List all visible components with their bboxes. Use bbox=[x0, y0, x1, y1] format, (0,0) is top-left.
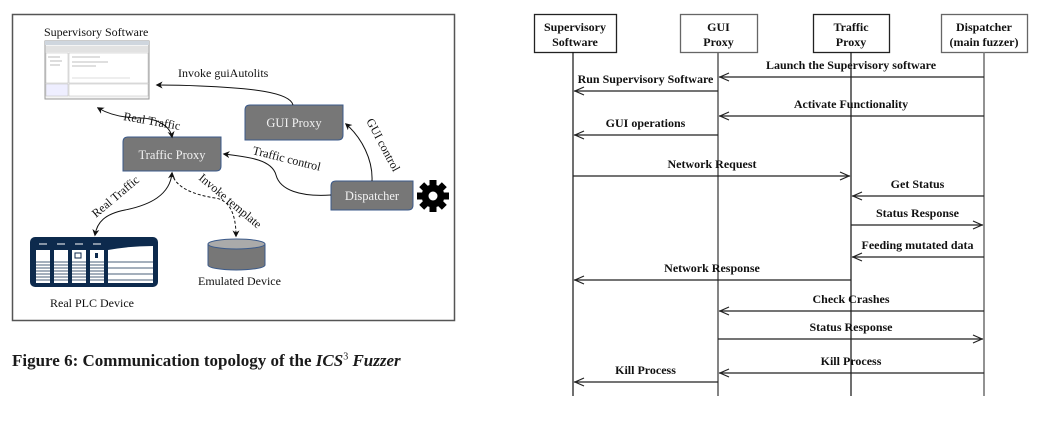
message-label: Launch the Supervisory software bbox=[766, 58, 937, 72]
message-label: Status Response bbox=[876, 206, 960, 220]
message-label: Status Response bbox=[809, 320, 893, 334]
lifeline-title-line2: (main fuzzer) bbox=[950, 35, 1019, 49]
lifeline-title-line2: Software bbox=[552, 35, 598, 49]
message-label: Feeding mutated data bbox=[862, 238, 974, 252]
message-12: Kill Process bbox=[573, 363, 718, 387]
message-7: Feeding mutated data bbox=[851, 238, 984, 262]
lifeline-box bbox=[812, 13, 891, 54]
caption-superscript: 3 bbox=[343, 351, 349, 363]
message-1: Run Supervisory Software bbox=[573, 72, 718, 96]
message-label: Network Request bbox=[668, 157, 757, 171]
lifeline-box bbox=[533, 13, 618, 54]
lifeline-title-line1: GUI bbox=[707, 20, 730, 34]
caption-fuzzer: Fuzzer bbox=[352, 351, 401, 370]
edge-real-traffic-bottom bbox=[92, 171, 175, 237]
plc-device-label: Real PLC Device bbox=[50, 296, 134, 310]
message-arrowhead bbox=[839, 171, 851, 181]
message-9: Check Crashes bbox=[718, 292, 984, 316]
message-10: Status Response bbox=[718, 320, 984, 344]
message-arrowhead bbox=[573, 377, 585, 387]
lifeline-title-line2: Proxy bbox=[836, 35, 866, 49]
dispatcher-label: Dispatcher bbox=[345, 189, 400, 203]
lifeline-title-line1: Traffic bbox=[833, 20, 869, 34]
message-label: GUI operations bbox=[606, 116, 686, 130]
gui-proxy-label: GUI Proxy bbox=[266, 116, 322, 130]
message-label: Activate Functionality bbox=[794, 97, 908, 111]
message-4: Network Request bbox=[573, 157, 851, 181]
message-2: Activate Functionality bbox=[718, 97, 984, 121]
edge-traffic-control bbox=[222, 151, 332, 196]
dispatcher-node: Dispatcher bbox=[330, 180, 414, 211]
edge-invoke-template bbox=[171, 172, 240, 238]
gear-icon bbox=[417, 180, 449, 212]
invoke-gui-label: Invoke guiAutolits bbox=[178, 66, 269, 80]
plc-device-node: Real PLC Device bbox=[30, 237, 158, 310]
message-arrowhead bbox=[718, 111, 730, 121]
emulated-device-label: Emulated Device bbox=[198, 274, 281, 288]
traffic-proxy-label: Traffic Proxy bbox=[138, 148, 206, 162]
caption-text: Figure 6: Communication topology of the bbox=[12, 351, 316, 370]
traffic-proxy-node: Traffic Proxy bbox=[122, 136, 222, 172]
supervisory-software-label: Supervisory Software bbox=[44, 25, 148, 39]
supervisory-software-node: Supervisory Software bbox=[44, 25, 150, 100]
message-arrowhead bbox=[718, 368, 730, 378]
message-label: Network Response bbox=[664, 261, 760, 275]
gui-proxy-node: GUI Proxy bbox=[244, 104, 344, 141]
edge-gui-control bbox=[344, 123, 373, 182]
lifeline-title-line1: Dispatcher bbox=[956, 20, 1013, 34]
lifeline-box bbox=[679, 13, 759, 54]
message-5: Get Status bbox=[851, 177, 984, 201]
topology-diagram: Supervisory Software GUI Proxy Traffic P… bbox=[11, 13, 456, 322]
edge-invoke-gui bbox=[155, 81, 294, 106]
message-label: Check Crashes bbox=[813, 292, 890, 306]
message-label: Get Status bbox=[891, 177, 945, 191]
figure-caption: Figure 6: Communication topology of the … bbox=[12, 351, 401, 371]
message-11: Kill Process bbox=[718, 354, 984, 378]
message-arrowhead bbox=[573, 275, 585, 285]
message-8: Network Response bbox=[573, 261, 851, 285]
lifeline-3: Dispatcher(main fuzzer) bbox=[940, 13, 1029, 396]
lifeline-title-line1: Supervisory bbox=[544, 20, 606, 34]
caption-ics: ICS bbox=[315, 351, 344, 370]
message-arrowhead bbox=[851, 191, 863, 201]
message-3: GUI operations bbox=[573, 116, 718, 140]
message-0: Launch the Supervisory software bbox=[718, 58, 984, 82]
message-arrowhead bbox=[972, 334, 984, 344]
message-arrowhead bbox=[718, 72, 730, 82]
message-label: Kill Process bbox=[821, 354, 882, 368]
software-screenshot-icon bbox=[44, 40, 150, 100]
message-label: Run Supervisory Software bbox=[578, 72, 714, 86]
emulated-device-node: Emulated Device bbox=[198, 238, 281, 288]
message-arrowhead bbox=[573, 86, 585, 96]
message-arrowhead bbox=[573, 130, 585, 140]
message-6: Status Response bbox=[851, 206, 984, 230]
message-label: Kill Process bbox=[615, 363, 676, 377]
edge-real-traffic-top bbox=[96, 107, 175, 139]
lifeline-title-line2: Proxy bbox=[703, 35, 733, 49]
message-arrowhead bbox=[718, 306, 730, 316]
message-arrowhead bbox=[972, 220, 984, 230]
message-arrowhead bbox=[851, 252, 863, 262]
